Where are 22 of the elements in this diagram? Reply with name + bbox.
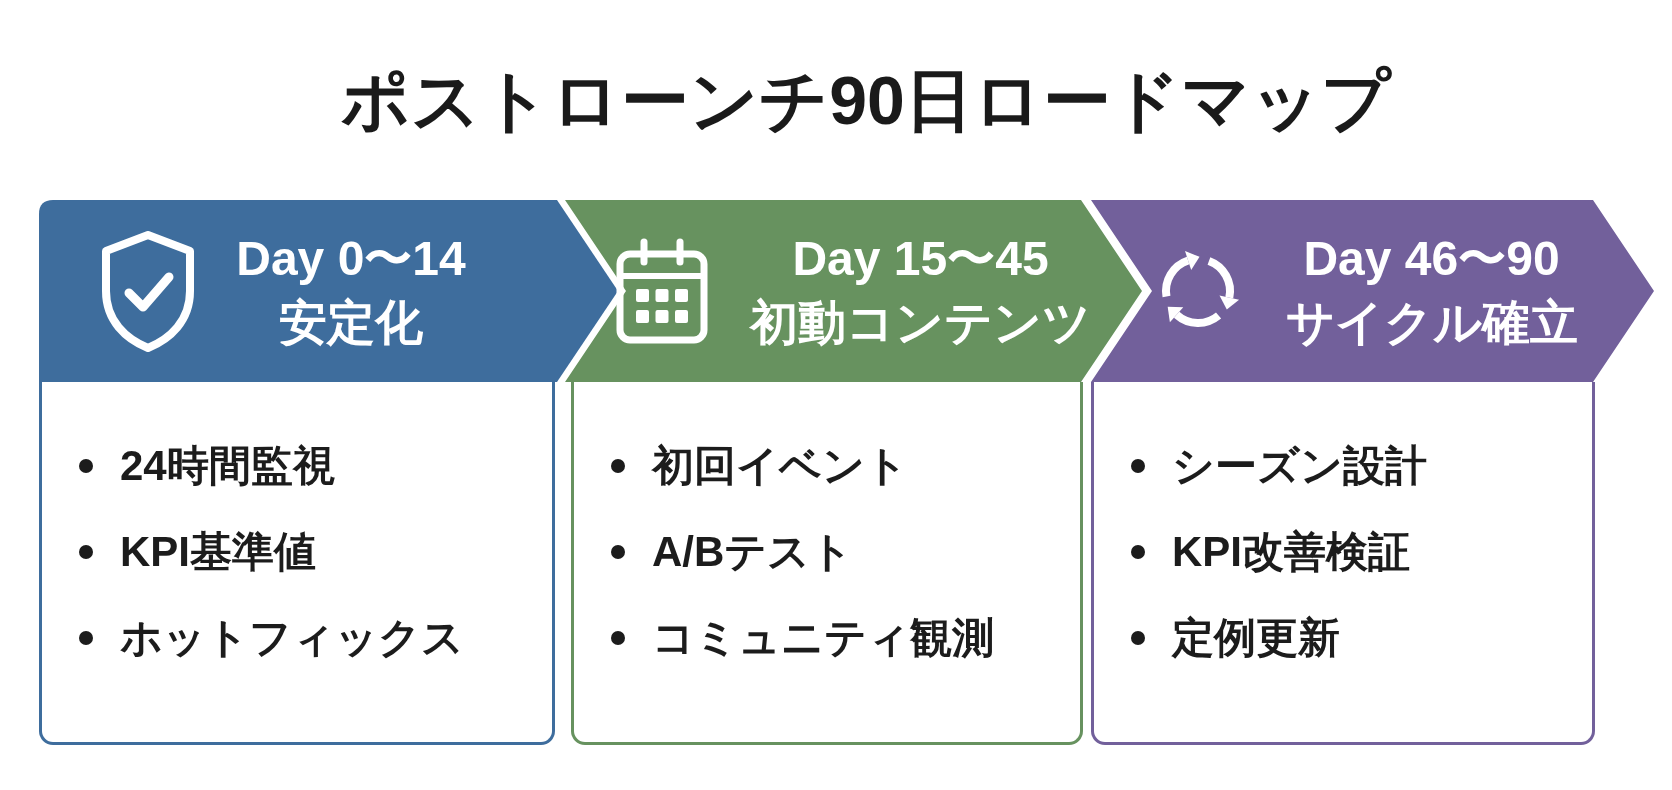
list-item: KPI改善検証 [1172, 527, 1410, 577]
task-list-panel [39, 382, 555, 745]
list-item: シーズン設計 [1172, 441, 1427, 491]
chevron-banner [39, 200, 618, 382]
period-label: Day 46〜90 [1303, 231, 1560, 287]
title: ポストローンチ90日ロードマップ [340, 61, 1393, 140]
chevron-banner [1091, 200, 1654, 382]
period-label: Day 15〜45 [792, 231, 1049, 287]
phase-title: 安定化 [279, 295, 423, 351]
phase-title: 初動コンテンツ [750, 295, 1091, 351]
chevron-banner [565, 200, 1142, 382]
task-list-panel [1091, 382, 1595, 745]
list-item: A/Bテスト [652, 527, 854, 577]
list-item: 24時間監視 [120, 441, 335, 491]
list-item: ホットフィックス [120, 613, 464, 663]
list-item: 初回イベント [652, 441, 908, 491]
phase-title: サイクル確立 [1285, 295, 1578, 351]
list-item: 定例更新 [1172, 613, 1340, 663]
list-item: KPI基準値 [120, 527, 316, 577]
list-item: コミュニティ観測 [652, 613, 994, 663]
task-list-panel [571, 382, 1083, 745]
period-label: Day 0〜14 [236, 231, 466, 287]
